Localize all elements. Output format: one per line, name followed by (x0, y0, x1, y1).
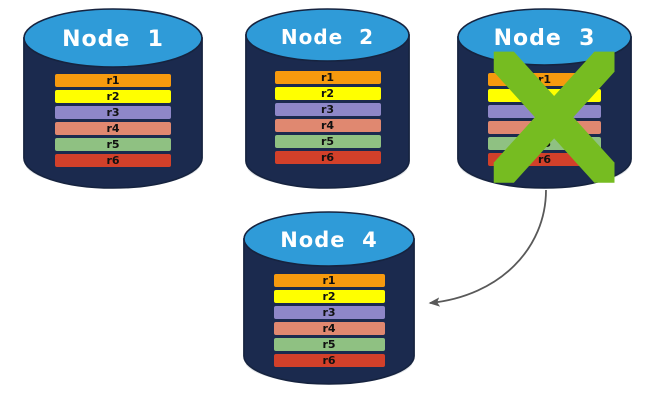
row-label: r6 (106, 154, 120, 167)
row-label: r5 (106, 138, 120, 151)
node-1-row-r2[interactable]: r2 (55, 90, 171, 103)
node-2-row-r3[interactable]: r3 (274, 103, 381, 116)
node-1-rows: r1 r2 r3 r4 r5 r6 (23, 74, 203, 170)
row-label: r4 (537, 121, 552, 134)
node-3-row-r5[interactable]: r5 (488, 137, 601, 150)
node-2-rows: r1 r2 r3 r4 r5 r6 (245, 71, 410, 167)
row-label: r1 (106, 74, 120, 87)
node-3-rows: r1 r2 r3 r4 r5 r6 (457, 73, 632, 169)
row-label: r5 (537, 137, 552, 150)
row-label: r3 (106, 106, 120, 119)
row-label: r6 (537, 153, 552, 166)
node-4-row-r4[interactable]: r4 (273, 322, 385, 335)
node-4-row-r5[interactable]: r5 (273, 338, 385, 351)
row-label: r5 (320, 135, 335, 148)
node-3-row-r3[interactable]: r3 (488, 105, 601, 118)
row-label: r3 (320, 103, 335, 116)
node-3-row-r1[interactable]: r1 (488, 73, 601, 86)
row-label: r2 (322, 290, 336, 303)
cylinder-top (23, 8, 203, 68)
row-label: r3 (537, 105, 552, 118)
node-2-row-r5[interactable]: r5 (274, 135, 381, 148)
row-label: r2 (106, 90, 120, 103)
row-label: r4 (322, 322, 336, 335)
cylinder-top (457, 8, 632, 66)
row-label: r6 (320, 151, 335, 164)
row-label: r4 (106, 122, 120, 135)
node-1-row-r6[interactable]: r6 (55, 154, 171, 167)
node-4-row-r2[interactable]: r2 (273, 290, 385, 303)
node-3-row-r2[interactable]: r2 (488, 89, 601, 102)
row-label: r4 (320, 119, 335, 132)
node-4-row-r3[interactable]: r3 (273, 306, 385, 319)
row-label: r5 (322, 338, 336, 351)
node-2-row-r4[interactable]: r4 (274, 119, 381, 132)
node-1-row-r5[interactable]: r5 (55, 138, 171, 151)
row-label: r2 (537, 89, 552, 102)
cylinder-top (243, 211, 415, 267)
node-1-row-r4[interactable]: r4 (55, 122, 171, 135)
node-3-row-r4[interactable]: r4 (488, 121, 601, 134)
row-label: r1 (322, 274, 336, 287)
node-4-row-r1[interactable]: r1 (273, 274, 385, 287)
node-2-row-r2[interactable]: r2 (274, 87, 381, 100)
row-label: r2 (320, 87, 335, 100)
node-3-row-r6[interactable]: r6 (488, 153, 601, 166)
replication-arrow-path (428, 189, 547, 307)
row-label: r1 (320, 71, 335, 84)
node-1-row-r1[interactable]: r1 (55, 74, 171, 87)
node-4-rows: r1 r2 r3 r4 r5 r6 (243, 274, 415, 370)
node-2-row-r6[interactable]: r6 (274, 151, 381, 164)
node-1-row-r3[interactable]: r3 (55, 106, 171, 119)
row-label: r3 (322, 306, 336, 319)
row-label: r6 (322, 354, 336, 367)
node-4-row-r6[interactable]: r6 (273, 354, 385, 367)
row-label: r1 (537, 73, 552, 86)
cylinder-top (245, 8, 410, 62)
node-2-row-r1[interactable]: r1 (274, 71, 381, 84)
